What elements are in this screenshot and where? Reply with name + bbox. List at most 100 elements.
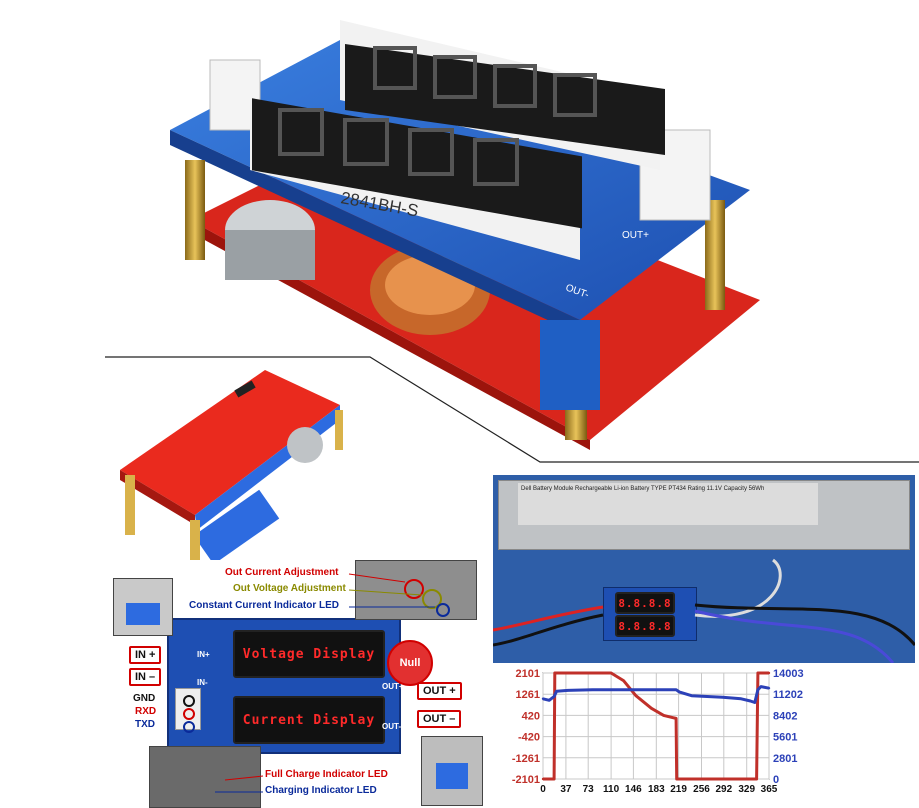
x-tick-label: 219 — [670, 784, 687, 795]
series-point-1 — [566, 689, 569, 692]
y-left-tick-label: -420 — [518, 732, 540, 744]
y-right-tick-label: 5601 — [773, 732, 797, 744]
x-tick-label: 256 — [693, 784, 710, 795]
null-badge: Null — [387, 640, 433, 686]
series-point-0 — [767, 671, 771, 675]
x-tick-label: 329 — [738, 784, 755, 795]
series-point-1 — [678, 690, 681, 694]
x-tick-label: 146 — [625, 784, 642, 795]
series-point-0 — [650, 707, 653, 710]
silk-out-plus: OUT+ — [622, 230, 649, 241]
x-tick-label: 365 — [761, 784, 778, 795]
series-point-1 — [739, 697, 743, 700]
series-point-1 — [640, 688, 644, 691]
inset-led-photo — [149, 746, 261, 808]
tag-out-minus: OUT – — [417, 710, 462, 728]
battery-label-sub: Rechargeable Li-ion Battery — [575, 486, 650, 492]
voltage-display-label: Voltage Display — [242, 646, 376, 662]
x-tick-label: 73 — [583, 784, 595, 795]
inset-terminal-photo — [421, 736, 483, 806]
series-point-1 — [753, 701, 756, 704]
series-point-0 — [552, 777, 556, 781]
label-txd: TXD — [135, 719, 155, 730]
silk-out-minus: OUT- — [382, 722, 402, 731]
silk-in-plus: IN+ — [197, 650, 210, 659]
tag-in-minus: IN – — [129, 668, 162, 686]
series-point-0 — [681, 777, 684, 781]
series-point-1 — [665, 688, 669, 691]
y-left-tick-label: -1261 — [512, 753, 540, 765]
inset-connector-photo — [113, 578, 173, 636]
series-point-1 — [547, 699, 551, 702]
battery-type: TYPE PT434 — [650, 486, 686, 492]
series-point-1 — [616, 688, 619, 691]
series-point-1 — [690, 694, 693, 697]
y-left-tick-label: 1261 — [516, 689, 540, 701]
series-point-0 — [560, 671, 563, 675]
x-tick-label: 0 — [540, 784, 546, 795]
silk-out-plus: OUT+ — [382, 682, 404, 691]
annotated-diagram: Voltage Display Current Display IN+ IN- … — [105, 560, 485, 808]
series-point-0 — [758, 671, 761, 675]
label-out-voltage: Out Voltage Adjustment — [233, 583, 346, 594]
series-point-0 — [690, 777, 693, 781]
series-point-1 — [591, 688, 594, 691]
y-right-tick-label: 11202 — [773, 689, 803, 701]
y-right-tick-label: 14003 — [773, 668, 804, 680]
series-point-0 — [553, 671, 556, 675]
series-point-1 — [756, 688, 760, 691]
series-point-0 — [746, 777, 749, 781]
series-point-0 — [727, 777, 730, 781]
series-point-1 — [541, 697, 545, 700]
battery-wires — [493, 558, 915, 663]
series-point-1 — [674, 688, 678, 691]
current-display: Current Display — [233, 696, 385, 744]
series-point-1 — [759, 685, 763, 688]
y-right-tick-label: 0 — [773, 774, 779, 786]
series-point-0 — [662, 714, 665, 717]
series-point-0 — [634, 694, 638, 697]
battery-label: Dell Battery Module Rechargeable Li-ion … — [518, 483, 818, 525]
series-point-0 — [541, 777, 545, 781]
series-point-0 — [600, 671, 604, 675]
x-tick-label: 292 — [715, 784, 732, 795]
tag-in-plus: IN + — [129, 646, 162, 664]
battery-display-bottom: 8.8.8.8 — [615, 615, 675, 637]
series-point-0 — [755, 777, 758, 781]
series-point-0 — [677, 777, 680, 781]
pin-txd-icon — [183, 721, 195, 733]
series-point-1 — [767, 686, 771, 690]
series-point-0 — [609, 671, 613, 675]
silk-in-minus: IN- — [197, 678, 208, 687]
label-rxd: RXD — [135, 706, 157, 717]
battery-label-title: Dell Battery Module — [521, 486, 574, 492]
leader-lines — [215, 573, 435, 793]
x-tick-label: 110 — [603, 784, 620, 795]
label-cc-led: Constant Current Indicator LED — [189, 600, 340, 611]
y-right-tick-label: 2801 — [773, 753, 797, 765]
label-charging: Charging Indicator LED — [265, 785, 377, 796]
voltage-display: Voltage Display — [233, 630, 385, 678]
x-tick-label: 37 — [560, 784, 572, 795]
battery-photo: Dell Battery Module Rechargeable Li-ion … — [493, 475, 915, 663]
x-tick-label: 183 — [648, 784, 665, 795]
tag-out-plus: OUT + — [417, 682, 462, 700]
series-point-0 — [752, 777, 755, 781]
y-left-tick-label: -2101 — [512, 774, 540, 786]
inset-pot-photo — [355, 560, 477, 620]
current-display-label: Current Display — [242, 712, 376, 728]
board-back-photo — [120, 370, 343, 560]
series-point-1 — [555, 689, 558, 693]
pin-rxd-icon — [183, 708, 195, 720]
series-point-1 — [552, 695, 556, 698]
battery-display-top: 8.8.8.8 — [615, 592, 675, 614]
label-full-charge: Full Charge Indicator LED — [265, 769, 388, 780]
battery-capacity: Capacity 56Wh — [723, 486, 765, 492]
series-point-0 — [756, 671, 760, 675]
series-point-1 — [749, 699, 752, 703]
series-point-0 — [671, 716, 675, 719]
series-point-0 — [622, 679, 625, 682]
y-left-tick-label: 420 — [522, 710, 540, 722]
